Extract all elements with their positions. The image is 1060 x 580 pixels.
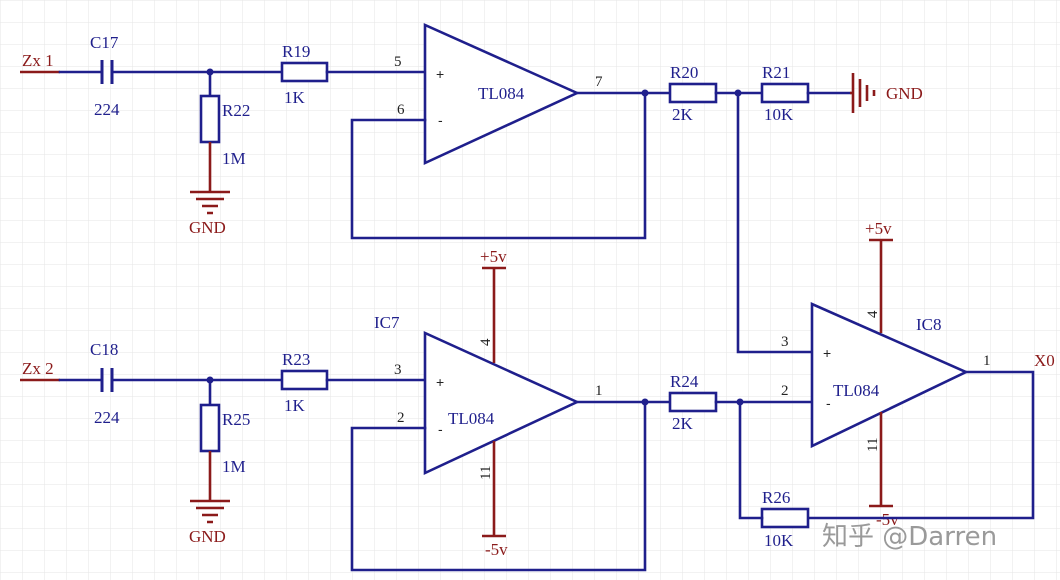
c17-value: 224 [94, 100, 120, 119]
ic8-vpos-label: +5v [865, 219, 892, 238]
ic8-vneg-label: -5v [876, 510, 899, 529]
resistor-r19[interactable] [280, 61, 329, 83]
r24-value: 2K [672, 414, 694, 433]
r23-value: 1K [284, 396, 306, 415]
top-minus-sign: - [438, 112, 443, 128]
resistor-r21[interactable] [760, 82, 810, 104]
r19-value: 1K [284, 88, 306, 107]
r25-value: 1M [222, 457, 246, 476]
r25-ref: R25 [222, 410, 250, 429]
wire-top-feedback [350, 91, 647, 240]
resistor-r20[interactable] [668, 82, 718, 104]
wire-ic8-out-feedback [806, 370, 1035, 520]
ic7-minus-sign: - [438, 421, 443, 437]
ic7-pin-out: 1 [595, 383, 603, 399]
ic8-pin-out: 1 [983, 353, 991, 369]
ic8-minus-sign: - [826, 395, 831, 411]
ic7-plus-sign: + [436, 374, 444, 390]
gnd-symbol-r22 [190, 142, 230, 215]
ic7-pin-in-pos: 3 [394, 362, 402, 378]
c18-value: 224 [94, 408, 120, 427]
ic8-pin-vpos: 4 [865, 310, 881, 318]
r19-ref: R19 [282, 42, 310, 61]
wire-ic7-feedback [350, 400, 647, 572]
opamp-ic7[interactable] [423, 330, 581, 476]
c18-ref: C18 [90, 340, 118, 359]
ic7-part: TL084 [448, 409, 495, 428]
r20-ref: R20 [670, 63, 698, 82]
ic8-pin-in-pos: 3 [781, 334, 789, 350]
opamp-top[interactable] [423, 22, 581, 166]
top-pin-in-neg: 6 [397, 102, 405, 118]
watermark: 知乎 @Darren [822, 522, 997, 552]
wire-to-ic8-pos [736, 91, 814, 354]
r22-value: 1M [222, 149, 246, 168]
r21-ref: R21 [762, 63, 790, 82]
ic7-pin-in-neg: 2 [397, 410, 405, 426]
opamp-ic8[interactable] [810, 302, 970, 449]
junction-top-out [641, 89, 649, 97]
top-plus-sign: + [436, 66, 444, 82]
ic7-pin-vpos: 4 [478, 338, 494, 346]
ic8-ref: IC8 [916, 315, 942, 334]
c17-ref: C17 [90, 33, 119, 52]
resistor-r23[interactable] [280, 369, 329, 391]
top-pin-out: 7 [595, 74, 603, 90]
top-part: TL084 [478, 84, 525, 103]
stage-ic8: 3 2 IC8 + - TL084 +5v 4 -5v 11 1 X0 R26 … [738, 219, 1055, 550]
resistor-r22[interactable] [199, 94, 221, 144]
ic8-pin-in-neg: 2 [781, 383, 789, 399]
resistor-r25[interactable] [199, 403, 221, 453]
gnd-label-r25: GND [189, 527, 226, 546]
input2-label: Zx 2 [22, 359, 54, 378]
gnd-symbol-r25 [190, 451, 230, 524]
capacitor-c17[interactable] [100, 60, 114, 84]
ic7-vneg-label: -5v [485, 540, 508, 559]
gnd-symbol-r21 [850, 73, 876, 113]
resistor-r26[interactable] [760, 507, 810, 529]
ic7-vpos-label: +5v [480, 247, 507, 266]
gnd-label-r21: GND [886, 84, 923, 103]
ic7-pin-vneg: 11 [478, 466, 494, 480]
ic7-ref: IC7 [374, 313, 400, 332]
junction-ic7-out [641, 398, 649, 406]
resistor-r24[interactable] [668, 391, 718, 413]
output-label: X0 [1034, 351, 1055, 370]
ic8-part: TL084 [833, 381, 880, 400]
ic8-pin-vneg: 11 [865, 438, 881, 452]
r26-value: 10K [764, 531, 794, 550]
r20-value: 2K [672, 105, 694, 124]
r22-ref: R22 [222, 101, 250, 120]
r26-ref: R26 [762, 488, 790, 507]
channel-2: Zx 2 C18 224 R25 1M GND R23 1K 3 IC7 + -… [20, 247, 814, 572]
r21-value: 10K [764, 105, 794, 124]
top-pin-in-pos: 5 [394, 54, 402, 70]
wire-r26-junction [738, 400, 764, 520]
input1-label: Zx 1 [22, 51, 54, 70]
gnd-label-r22: GND [189, 218, 226, 237]
capacitor-c18[interactable] [100, 368, 114, 392]
ic8-plus-sign: + [823, 345, 831, 361]
r23-ref: R23 [282, 350, 310, 369]
r24-ref: R24 [670, 372, 699, 391]
channel-1: Zx 1 C17 224 R22 1M GND R19 1K 5 + - TL0… [20, 22, 923, 354]
